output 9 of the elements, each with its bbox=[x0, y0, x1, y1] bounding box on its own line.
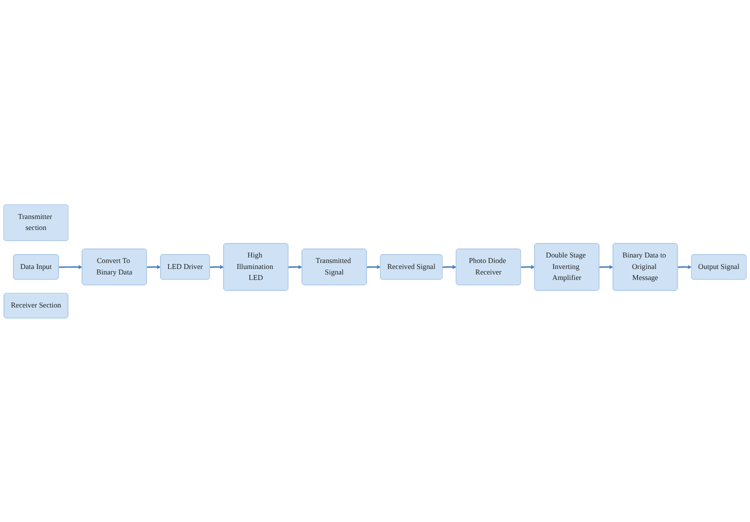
arrow bbox=[599, 264, 614, 269]
arrow bbox=[442, 264, 457, 269]
arrow bbox=[210, 264, 224, 269]
arrow bbox=[366, 264, 381, 269]
arrow bbox=[288, 264, 302, 269]
arrow bbox=[520, 264, 535, 269]
arrow bbox=[58, 264, 82, 269]
arrow bbox=[678, 264, 692, 269]
arrow bbox=[146, 264, 161, 269]
